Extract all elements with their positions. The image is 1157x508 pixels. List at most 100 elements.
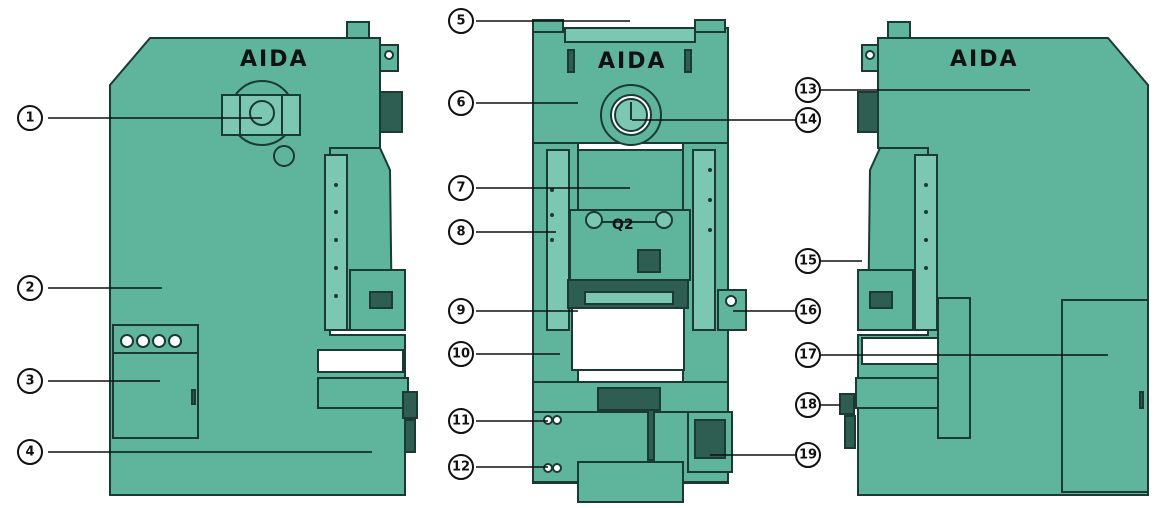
left-column-bolts	[334, 183, 338, 298]
right-lever-shaft	[844, 415, 856, 449]
callout-11: 11	[448, 408, 474, 434]
svg-text:19: 19	[799, 448, 817, 463]
right-cabinet-handle	[1139, 391, 1144, 409]
callout-18: 18	[795, 392, 821, 418]
front-crown-cap-b	[694, 19, 726, 33]
front-valve-a	[543, 415, 553, 425]
left-side-view: AIDA	[109, 21, 418, 496]
callout-leaders	[48, 20, 1108, 468]
left-slide-window	[369, 291, 393, 309]
front-plate-text: Q2	[612, 217, 634, 233]
callout-5: 5	[448, 8, 474, 34]
front-brand-logo: AIDA	[598, 49, 667, 74]
callout-8: 8	[448, 219, 474, 245]
left-panel-lamps	[120, 334, 182, 348]
front-lever	[647, 409, 655, 461]
front-right-gib	[692, 149, 716, 331]
callout-12: 12	[448, 454, 474, 480]
right-side-box	[857, 91, 879, 133]
left-top-cap	[346, 21, 370, 39]
left-bracket-plate-b	[281, 94, 301, 136]
front-slide	[577, 149, 684, 211]
right-side-guard	[937, 297, 971, 439]
left-bolster	[317, 377, 409, 409]
svg-text:17: 17	[799, 348, 817, 363]
right-column-strip	[914, 154, 938, 331]
left-small-wheel	[273, 145, 295, 167]
svg-text:10: 10	[452, 347, 470, 362]
left-side-lever	[402, 391, 418, 419]
callout-13: 13	[795, 77, 821, 103]
right-bolster	[855, 377, 945, 409]
svg-text:13: 13	[799, 83, 817, 98]
front-foot-pedal	[694, 419, 726, 459]
right-electric-cabinet	[1061, 299, 1149, 493]
callout-4: 4	[17, 439, 43, 465]
right-column-bolts	[924, 183, 928, 270]
front-view: AIDA Q2	[532, 19, 747, 503]
callout-17: 17	[795, 342, 821, 368]
svg-text:8: 8	[456, 225, 465, 240]
callout-7: 7	[448, 175, 474, 201]
front-switch-knob	[725, 295, 737, 307]
front-die-plate	[584, 291, 674, 305]
callout-19: 19	[795, 442, 821, 468]
svg-text:18: 18	[799, 398, 817, 413]
svg-text:16: 16	[799, 304, 817, 319]
front-valve-c	[543, 463, 553, 473]
left-column-strip	[324, 154, 348, 331]
front-gib-bolts	[550, 168, 712, 242]
left-brand-logo: AIDA	[240, 47, 309, 72]
callout-6: 6	[448, 90, 474, 116]
front-crown-cap-a	[532, 19, 564, 33]
left-electric-cabinet	[112, 352, 199, 439]
right-throat-opening	[861, 337, 943, 365]
callout-1: 1	[17, 105, 43, 131]
left-flywheel-hub	[249, 100, 275, 126]
front-connecting-point-a	[585, 211, 603, 229]
right-slide-window	[869, 291, 893, 309]
callout-9: 9	[448, 298, 474, 324]
front-crown-slot-a	[567, 49, 575, 73]
svg-text:7: 7	[456, 181, 465, 196]
left-bracket-plate-a	[221, 94, 241, 136]
callout-16: 16	[795, 298, 821, 324]
front-crown-slot-b	[684, 49, 692, 73]
svg-text:6: 6	[456, 96, 465, 111]
svg-text:15: 15	[799, 254, 817, 269]
svg-text:5: 5	[456, 14, 465, 29]
svg-text:1: 1	[25, 111, 34, 126]
svg-text:3: 3	[25, 374, 34, 389]
callout-15: 15	[795, 248, 821, 274]
right-bracket-hole	[865, 50, 875, 60]
right-brand-logo: AIDA	[950, 47, 1019, 72]
svg-text:11: 11	[452, 414, 470, 429]
left-lever-shaft	[404, 419, 416, 453]
front-work-opening	[571, 307, 685, 371]
front-motor-box	[637, 249, 661, 273]
svg-text:12: 12	[452, 460, 470, 475]
svg-text:9: 9	[456, 304, 465, 319]
front-bed-plate	[597, 387, 661, 411]
left-bracket-hole	[384, 50, 394, 60]
svg-text:4: 4	[25, 445, 34, 460]
svg-text:2: 2	[25, 281, 34, 296]
front-valve-d	[552, 463, 562, 473]
callout-2: 2	[17, 275, 43, 301]
left-throat-opening	[317, 349, 404, 373]
front-base-skirt	[577, 461, 684, 503]
callout-14: 14	[795, 107, 821, 133]
left-cabinet-handle	[191, 389, 196, 405]
front-valve-b	[552, 415, 562, 425]
right-side-lever	[839, 393, 855, 415]
svg-text:14: 14	[799, 113, 817, 128]
left-side-box	[379, 91, 403, 133]
right-side-view: AIDA	[839, 21, 1149, 496]
callout-3: 3	[17, 368, 43, 394]
callout-markers: 1 2 3 4 5 6 7 8 9 10 11 12 13 14 15 16 1…	[17, 8, 821, 480]
front-crown-top-strip	[564, 27, 696, 43]
front-connecting-point-b	[655, 211, 673, 229]
callout-10: 10	[448, 341, 474, 367]
right-top-cap	[887, 21, 911, 39]
